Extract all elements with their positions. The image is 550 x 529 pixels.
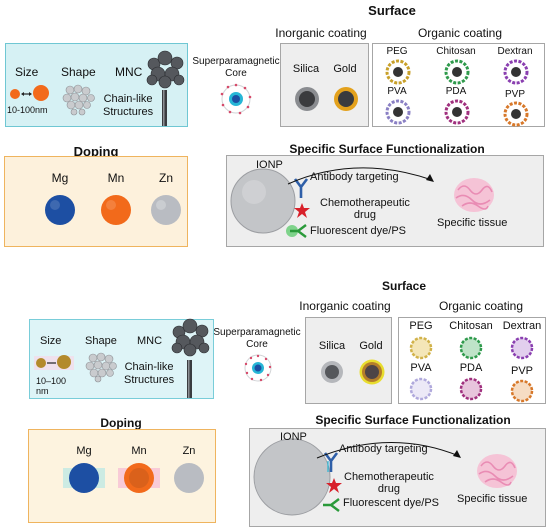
- mnc-label: MNC: [115, 65, 143, 79]
- tissue-icon: [454, 178, 494, 212]
- pda-label: PDA: [445, 86, 467, 97]
- specific-tissue-label: Specific tissue: [457, 493, 528, 505]
- silica-particle-icon: [321, 361, 343, 383]
- mn-particle-icon: [118, 463, 160, 493]
- size-particles-icon: [10, 85, 49, 101]
- pda-label: PDA: [459, 362, 483, 374]
- size-shape-box: [5, 43, 188, 127]
- mnc-label: MNC: [137, 335, 163, 347]
- pda-particle-icon: [459, 377, 483, 401]
- dextran-label: Dextran: [497, 46, 533, 57]
- mn-label: Mn: [131, 445, 147, 457]
- pva-particle-icon: [385, 99, 411, 125]
- doping-title: Doping: [73, 144, 119, 159]
- chitosan-particle-icon: [444, 59, 470, 85]
- specific-tissue-label: Specific tissue: [437, 217, 508, 229]
- size-label: Size: [40, 335, 62, 347]
- size-range: 10-100nm: [7, 105, 48, 115]
- mnc-cluster-icon: [171, 318, 210, 398]
- organic-title: Organic coating: [417, 26, 503, 40]
- pva-particle-icon: [409, 377, 433, 401]
- peg-particle-icon: [385, 59, 411, 85]
- core-particle-icon: [220, 83, 252, 115]
- inorganic-title: Inorganic coating: [299, 299, 391, 313]
- gold-particle-icon: [359, 359, 385, 385]
- antibody-targeting-label: Antibody targeting: [339, 443, 428, 455]
- drug-star-icon: [294, 203, 310, 218]
- gold-label: Gold: [333, 63, 357, 75]
- ionp-particle-icon: [253, 438, 331, 516]
- mn-particle-icon: [101, 195, 131, 225]
- surface-title: Surface: [368, 3, 416, 18]
- dextran-particle-icon: [510, 336, 534, 360]
- pva-label: PVA: [387, 86, 407, 97]
- pvp-particle-icon: [503, 101, 529, 127]
- chain-structures-label: Chain-like Structures: [103, 93, 154, 118]
- gold-label: Gold: [359, 340, 383, 352]
- zn-particle-icon: [151, 195, 181, 225]
- mg-label: Mg: [76, 445, 92, 457]
- chitosan-label: Chitosan: [449, 320, 493, 332]
- ionp-label: IONP: [280, 431, 307, 443]
- functionalization-title: Specific Surface Functionalization: [289, 142, 485, 156]
- dye-antibody-icon: [323, 498, 340, 512]
- inorganic-box: [305, 317, 392, 404]
- pvp-particle-icon: [510, 379, 534, 403]
- targeting-arrow-icon: [287, 167, 434, 185]
- fluorescent-dye-label: Fluorescent dye/PS: [343, 497, 439, 509]
- mg-label: Mg: [51, 171, 69, 185]
- shape-cluster-icon: [85, 352, 117, 383]
- shape-cluster-icon: [62, 84, 95, 116]
- inorganic-box: [280, 43, 369, 127]
- silica-label: Silica: [292, 63, 320, 75]
- core-label: Superparamagnetic Core: [192, 56, 280, 79]
- zn-label: Zn: [158, 171, 174, 185]
- antibody-targeting-label: Antibody targeting: [310, 171, 399, 183]
- chitosan-label: Chitosan: [436, 46, 476, 57]
- core-particle-icon: [244, 354, 272, 382]
- size-label: Size: [15, 65, 39, 79]
- pvp-label: PVP: [510, 365, 534, 377]
- chemo-drug-label: Chemotherapeutic drug: [320, 197, 410, 222]
- peg-label: PEG: [409, 320, 433, 332]
- antibody-icon: [293, 178, 309, 198]
- drug-star-icon: [326, 478, 342, 493]
- gold-particle-icon: [334, 87, 358, 111]
- shape-label: Shape: [61, 65, 96, 79]
- ionp-particle-icon: [230, 168, 296, 234]
- silica-label: Silica: [318, 340, 346, 352]
- chemo-drug-label: Chemotherapeutic drug: [344, 471, 434, 496]
- pvp-label: PVP: [504, 89, 526, 100]
- doping-title: Doping: [100, 416, 142, 430]
- dye-antibody-icon: [286, 224, 307, 238]
- inorganic-title: Inorganic coating: [275, 26, 367, 40]
- fluorescent-dye-label: Fluorescent dye/PS: [310, 225, 406, 237]
- mg-particle-icon: [45, 195, 75, 225]
- organic-title: Organic coating: [438, 299, 524, 313]
- surface-title: Surface: [381, 279, 427, 293]
- peg-label: PEG: [386, 46, 408, 57]
- zn-label: Zn: [182, 445, 196, 457]
- mg-particle-icon: [63, 463, 105, 493]
- tissue-icon: [477, 454, 517, 488]
- chain-structures-label: Chain-like Structures: [124, 361, 175, 386]
- mnc-cluster-icon: [146, 50, 185, 126]
- antibody-icon: [323, 452, 339, 472]
- functionalization-title: Specific Surface Functionalization: [315, 413, 511, 427]
- targeting-arrow-icon: [316, 442, 461, 459]
- silica-particle-icon: [295, 87, 319, 111]
- core-label: Superparamagnetic Core: [213, 327, 301, 350]
- dextran-label: Dextran: [502, 320, 542, 332]
- peg-particle-icon: [409, 336, 433, 360]
- size-range: 10–100 nm: [36, 376, 67, 397]
- shape-label: Shape: [85, 335, 117, 347]
- zn-particle-icon: [174, 463, 204, 493]
- chitosan-particle-icon: [459, 336, 483, 360]
- pda-particle-icon: [444, 99, 470, 125]
- dextran-particle-icon: [503, 59, 529, 85]
- mn-label: Mn: [107, 171, 125, 185]
- size-particles-icon: [34, 355, 74, 370]
- pva-label: PVA: [410, 362, 432, 374]
- ionp-label: IONP: [256, 159, 283, 171]
